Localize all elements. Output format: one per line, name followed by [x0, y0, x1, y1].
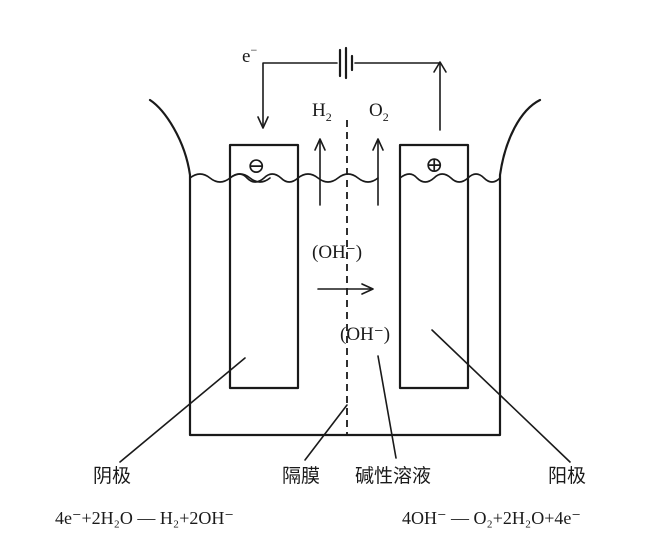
ion-label-bottom: (OH⁻) [340, 324, 390, 345]
anode-leader-line [431, 329, 571, 463]
electron-arrow-down [257, 116, 269, 129]
beaker-outline [148, 98, 542, 437]
circuit-wire-right [354, 62, 441, 131]
o2-label: O2 [369, 100, 389, 124]
anode-equation: 4OH⁻ — O₂+2H₂O+4e⁻ [402, 508, 581, 528]
cathode-leader-line [119, 357, 246, 463]
anode-surface-wave [399, 173, 469, 183]
liquid-surface-right [467, 173, 501, 183]
membrane-leader-line [304, 404, 348, 461]
electron-label: e− [242, 43, 257, 67]
o2-arrow-head [372, 138, 384, 151]
anode-electrode [398, 143, 470, 390]
wire-arrow-up [433, 61, 447, 73]
anode-sign: ⊕ [425, 152, 443, 177]
circuit-wire-left [262, 62, 338, 126]
cathode-label: 阴极 [93, 465, 131, 487]
anode-label: 阳极 [548, 465, 586, 487]
ion-arrow-head [361, 283, 374, 295]
liquid-surface-middle [297, 173, 379, 183]
cathode-equation: 4e⁻+2H₂O — H₂+2OH⁻ [55, 508, 234, 528]
cathode-surface-wave [229, 173, 299, 183]
h2-arrow-head [314, 138, 326, 151]
cathode-electrode [228, 143, 300, 390]
ion-label-top: (OH⁻) [312, 242, 362, 263]
solution-label: 碱性溶液 [355, 465, 431, 487]
membrane-label: 隔膜 [282, 465, 320, 487]
cathode-sign: ⊖ [247, 153, 265, 178]
solution-leader-line [377, 355, 397, 459]
h2-label: H2 [312, 100, 332, 124]
